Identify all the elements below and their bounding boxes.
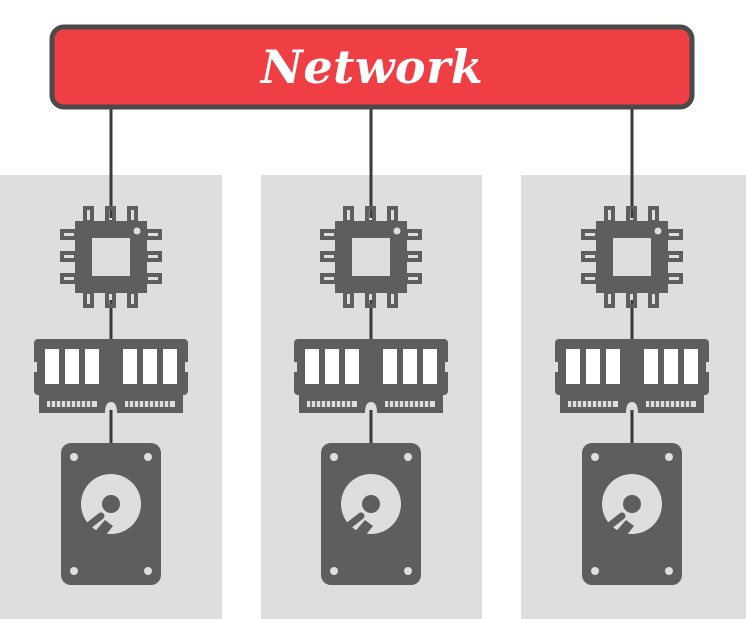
ram-icon — [290, 338, 452, 414]
network-bar — [49, 24, 695, 110]
cpu-icon — [320, 206, 422, 308]
hard-drive-icon — [321, 443, 421, 585]
hard-drive-icon — [582, 443, 682, 585]
ram-icon — [30, 338, 192, 414]
cpu-icon — [60, 206, 162, 308]
hard-drive-icon — [61, 443, 161, 585]
cpu-icon — [581, 206, 683, 308]
ram-icon — [551, 338, 713, 414]
